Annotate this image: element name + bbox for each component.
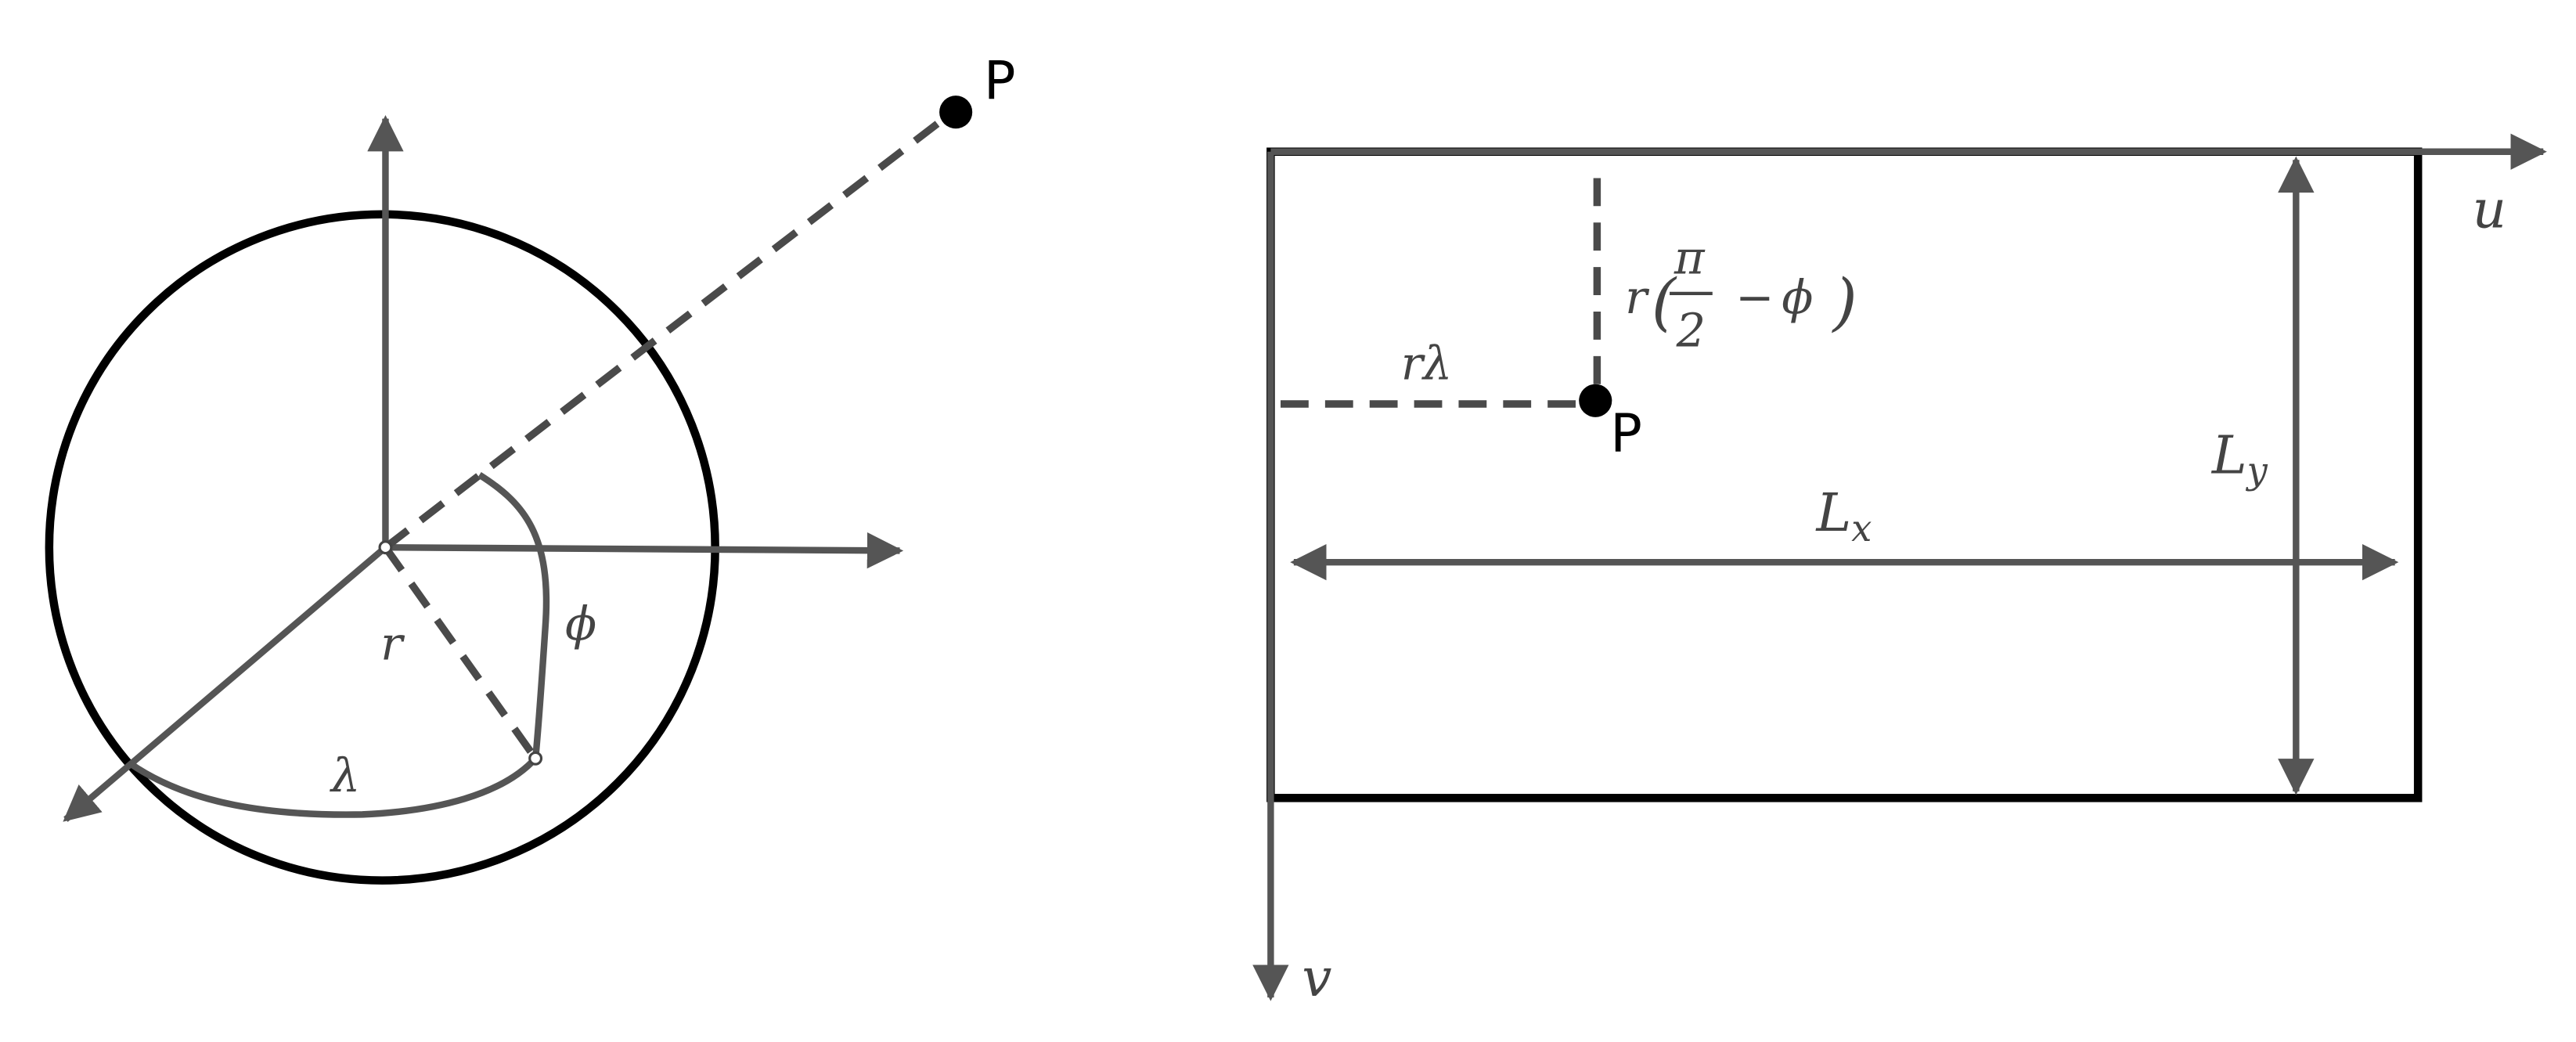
width-label: Lx xyxy=(1814,481,1872,550)
vertical-offset-label: r ( π 2 − ϕ ) xyxy=(1625,231,1857,358)
sphere-view: P r ϕ λ xyxy=(45,49,1016,885)
point-label: P xyxy=(984,49,1016,111)
svg-text:−: − xyxy=(1735,270,1774,324)
point-marker xyxy=(939,96,973,129)
latitude-label: ϕ xyxy=(565,597,596,651)
svg-text:ϕ: ϕ xyxy=(1782,270,1813,324)
longitude-arc xyxy=(128,755,539,818)
radius-line xyxy=(382,545,539,761)
v-axis-label: v xyxy=(1302,946,1331,1008)
svg-text:r: r xyxy=(1625,270,1650,324)
depth-axis xyxy=(63,544,388,822)
ray-to-point xyxy=(383,109,955,550)
map-view: u v P rλ r ( π 2 − ϕ ) Lx Ly xyxy=(1252,133,2547,1008)
horizontal-axis xyxy=(385,532,904,569)
longitude-label: λ xyxy=(330,748,360,802)
svg-text:(: ( xyxy=(1652,265,1677,338)
surface-point-dot xyxy=(528,751,543,766)
svg-text:π: π xyxy=(1673,231,1706,285)
radius-label: r xyxy=(380,616,405,670)
svg-text:): ) xyxy=(1832,265,1857,338)
latitude-arc xyxy=(477,471,550,759)
center-dot xyxy=(378,540,393,555)
horizontal-offset-label: rλ xyxy=(1401,336,1453,390)
svg-text:2: 2 xyxy=(1676,303,1706,357)
point-label: P xyxy=(1610,402,1642,464)
u-axis-label: u xyxy=(2473,178,2506,240)
height-label: Ly xyxy=(2210,424,2268,492)
point-marker xyxy=(1579,384,1612,417)
